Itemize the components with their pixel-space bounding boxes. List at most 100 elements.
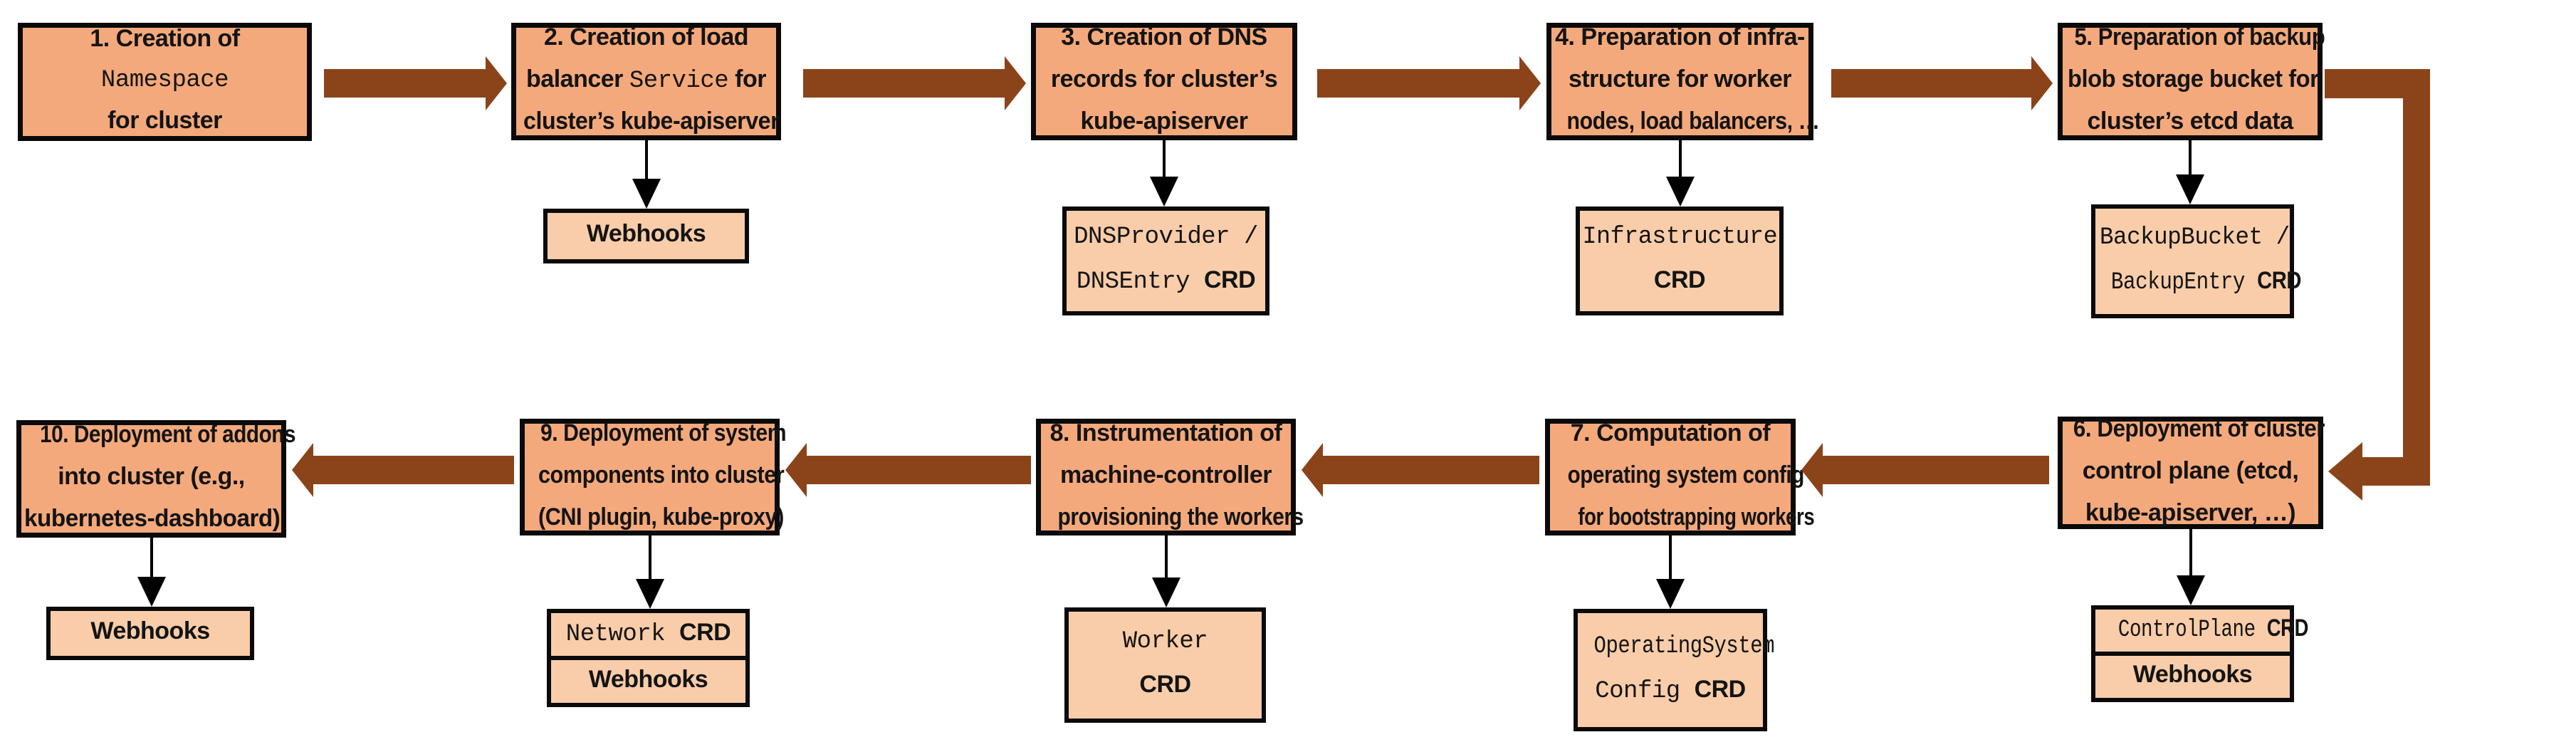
code-text: OperatingSystem (1593, 632, 1775, 660)
step-box-dns-records: 3. Creation of DNS records for cluster’s k… (1031, 23, 1297, 140)
text-line-content: Webhooks (90, 611, 210, 656)
code-text: Infrastructure (1582, 224, 1777, 251)
arrow-step7-to-step8-shape (1302, 443, 1539, 497)
label-text: CRD (1694, 675, 1747, 703)
label-text: structure for worker (1568, 66, 1792, 93)
label-text: 6. Deployment of cluster (2073, 414, 2325, 442)
text-line: 7. Computation of (1550, 414, 1791, 456)
arrow-step8-to-step9-shape (785, 443, 1031, 497)
text-line-content: control plane (etcd, (2083, 452, 2299, 494)
text-line-content: nodes, load balancers, … (1566, 103, 1819, 145)
text-line: machine-controller (1041, 456, 1291, 498)
text-line: cluster’s kube-apiserver (516, 103, 780, 145)
text-line-content: Network CRD (566, 612, 731, 657)
label-text: 1. Creation of (90, 25, 240, 52)
label-text: nodes, load balancers, … (1566, 108, 1820, 135)
text-line: 6. Deployment of cluster (2063, 410, 2325, 452)
label-text: blob storage bucket for (2067, 66, 2319, 93)
text-line-content: provisioning the workers (1058, 498, 1304, 540)
label-text: CRD (1203, 266, 1256, 293)
down-connector-load-balancer-service (644, 140, 648, 182)
down-arrowhead-control-plane-deployment (2176, 575, 2205, 605)
text-line-content: 9. Deployment of system (540, 414, 787, 456)
code-text: BackupBucket / (2099, 224, 2290, 251)
text-line-content: blob storage bucket for (2067, 61, 2319, 103)
text-line-content: 1. Creation of (90, 20, 240, 62)
text-line-content: 7. Computation of (1571, 414, 1771, 456)
text-line-content: Webhooks (2133, 654, 2253, 699)
down-arrowhead-load-balancer-service (632, 179, 661, 209)
text-line-content: into cluster (e.g., (58, 458, 245, 500)
text-line: Webhooks (2095, 654, 2290, 699)
text-line: cluster’s etcd data (2063, 103, 2318, 145)
text-line-content: CRD (1139, 664, 1191, 709)
down-connector-os-config-computation (1669, 535, 1672, 582)
label-text: 2. Creation of load (543, 23, 749, 51)
code-text: DNSProvider / (1074, 224, 1258, 251)
text-line-content: cluster’s kube-apiserver (523, 103, 780, 145)
arrow-step3-to-step4-shape (1317, 56, 1541, 110)
text-line-content: records for cluster’s (1051, 61, 1278, 103)
arrow-step1-to-step2-shape (324, 56, 507, 110)
text-line-content: kube-apiserver, …) (2085, 494, 2296, 536)
label-text: CRD (2266, 615, 2309, 642)
webhooks-addons-row-1: Webhooks (51, 611, 250, 656)
text-line: kubernetes-dashboard) (21, 500, 281, 542)
text-line-content: operating system config (1567, 456, 1805, 498)
text-line: CRD (1069, 664, 1262, 709)
label-text: cluster’s kube-apiserver (523, 108, 780, 135)
down-connector-backup-bucket-preparation (2189, 140, 2192, 177)
text-line: kube-apiserver (1036, 103, 1292, 145)
down-arrowhead-system-components-deployment (635, 579, 664, 609)
text-line: ControlPlane CRD (2095, 608, 2308, 653)
network-crd-webhooks-row-1: Network CRD (551, 613, 745, 656)
label-text: CRD (1139, 670, 1191, 698)
down-connector-system-components-deployment (648, 535, 651, 582)
down-arrowhead-backup-bucket-preparation (2176, 174, 2204, 204)
text-line-content: Webhooks (589, 659, 708, 704)
arrow-step9-to-step10-shape (292, 443, 514, 497)
label-text: into cluster (e.g., (58, 463, 245, 490)
arrow-step4-to-step5 (1831, 56, 2053, 110)
text-line-content: DNSEntry CRD (1077, 260, 1256, 305)
code-text: Service (629, 68, 729, 95)
text-line: Worker (1069, 622, 1262, 664)
label-text: kube-apiserver (1080, 108, 1248, 135)
arrow-step4-to-step5-shape (1831, 56, 2053, 110)
label-text: 3. Creation of DNS (1061, 23, 1267, 51)
arrow-step8-to-step9 (785, 443, 1031, 497)
text-line-content: BackupEntry CRD (2111, 261, 2302, 305)
network-crd-webhooks-row-2: Webhooks (551, 656, 745, 703)
text-line: BackupBucket / (2095, 218, 2290, 261)
text-line: for cluster (23, 102, 307, 144)
text-line: 2. Creation of load (516, 19, 776, 61)
text-line: Config CRD (1578, 669, 1763, 714)
text-line: blob storage bucket for (2063, 61, 2319, 103)
text-line: CRD (1580, 260, 1779, 305)
text-line: 8. Instrumentation of (1041, 414, 1291, 456)
label-text: (CNI plugin, kube-proxy) (538, 503, 784, 531)
label-text: Webhooks (588, 665, 708, 693)
text-line: 10. Deployment of addons (21, 416, 295, 458)
text-line-content: for bootstrapping workers (1578, 498, 1814, 540)
arrow-step1-to-step2 (324, 56, 507, 110)
crd-box-backupbucket-backupentry-crd: BackupBucket / BackupEntry CRD (2091, 204, 2302, 318)
label-text: kubernetes-dashboard) (24, 505, 281, 532)
step-box-control-plane-deployment: 6. Deployment of cluster control plane (e… (2058, 415, 2325, 529)
label-text: 5. Preparation of backup (2074, 23, 2325, 51)
step-box-backup-bucket-preparation: 5. Preparation of backup blob storage buc… (2058, 23, 2325, 140)
controlplane-crd-webhooks-row-2: Webhooks (2095, 652, 2290, 698)
text-line: BackupEntry CRD (2095, 261, 2302, 305)
down-arrowhead-infrastructure-preparation (1665, 177, 1695, 207)
label-text: 10. Deployment of addons (40, 421, 296, 448)
text-line: 1. Creation of (23, 20, 307, 62)
down-connector-dns-records (1163, 140, 1166, 179)
label-text: operating system config (1567, 461, 1805, 488)
backupbucket-backupentry-crd-row-1: BackupBucket / BackupEntry CRD (2095, 209, 2302, 314)
code-text: Config (1595, 677, 1695, 705)
